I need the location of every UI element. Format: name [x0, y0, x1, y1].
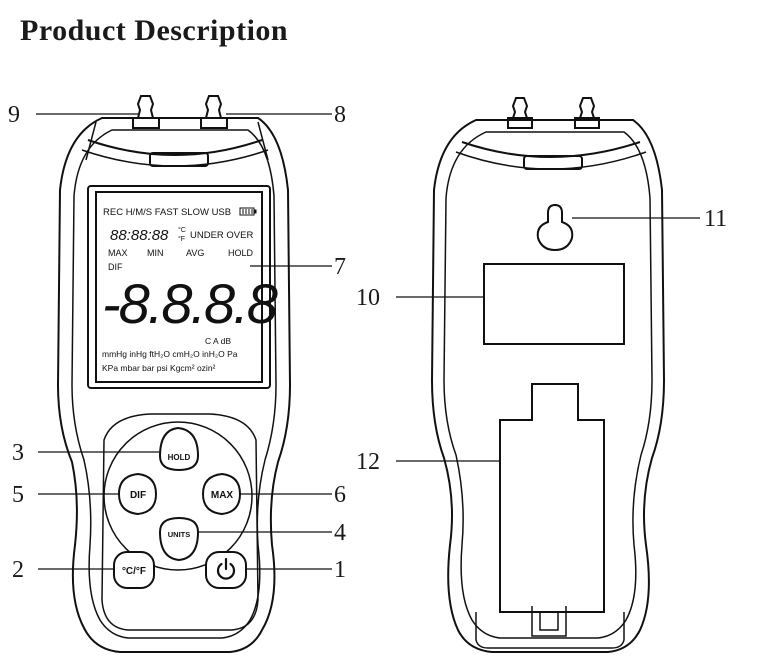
- dif-button-label: DIF: [130, 490, 146, 501]
- callout-lines: [36, 113, 700, 570]
- lcd-avg: AVG: [186, 248, 204, 258]
- units-button-label: UNITS: [168, 530, 191, 539]
- back-outer-body: [430, 119, 666, 653]
- callout-11: 11: [704, 206, 727, 232]
- back-right-hose-nozzle: [574, 97, 600, 129]
- callout-5: 5: [12, 482, 24, 508]
- lcd-max: MAX: [108, 248, 128, 258]
- label-area: [483, 263, 625, 345]
- lcd-units-row2: KPa mbar bar psi Kgcm² ozin²: [102, 363, 216, 373]
- callout-4: 4: [334, 520, 346, 546]
- battery-cover: [499, 383, 605, 613]
- units-button[interactable]: UNITS: [158, 516, 200, 562]
- hold-button[interactable]: HOLD: [158, 426, 200, 472]
- lcd-deg-f: °F: [178, 235, 185, 243]
- back-slot: [523, 155, 583, 170]
- front-view: [56, 95, 292, 653]
- power-icon: [216, 557, 236, 580]
- hold-button-label: HOLD: [168, 453, 191, 462]
- callout-9: 9: [8, 102, 20, 128]
- temperature-unit-button[interactable]: °C/°F: [113, 551, 155, 589]
- callout-3: 3: [12, 440, 24, 466]
- callout-1: 1: [334, 557, 346, 583]
- lcd-time: 88:88:88: [110, 227, 169, 244]
- lcd-screen: [95, 191, 263, 383]
- lcd-min: MIN: [147, 248, 164, 258]
- hanging-hole: [536, 203, 574, 252]
- keypad-panel: [101, 413, 259, 631]
- battery-icon: [239, 207, 257, 216]
- callout-12: 12: [356, 449, 380, 475]
- page-title: Product Description: [20, 14, 289, 47]
- right-hose-nozzle: [200, 95, 228, 129]
- left-hose-nozzle: [132, 95, 160, 129]
- lcd-units-row1: mmHg inHg ftH₂O cmH₂O inH₂O Pa: [102, 349, 238, 359]
- keypad-dial: [103, 421, 253, 571]
- callout-6: 6: [334, 482, 346, 508]
- lcd-c-a-db: C A dB: [205, 336, 231, 346]
- front-outer-body: [56, 117, 292, 653]
- power-button[interactable]: [205, 551, 247, 589]
- callout-2: 2: [12, 557, 24, 583]
- dif-button[interactable]: DIF: [117, 472, 158, 516]
- front-inner-body: [71, 129, 277, 639]
- lcd-frame: [87, 185, 271, 389]
- callout-8: 8: [334, 102, 346, 128]
- max-button-label: MAX: [211, 490, 234, 501]
- front-slot: [149, 152, 209, 167]
- lcd-digits: -8.8.8.8: [102, 272, 278, 335]
- temperature-unit-button-label: °C/°F: [122, 566, 146, 577]
- back-inner-body: [443, 131, 653, 639]
- battery-latch: [531, 606, 567, 637]
- callout-10: 10: [356, 285, 380, 311]
- back-left-hose-nozzle: [507, 97, 533, 129]
- callout-7: 7: [334, 254, 346, 280]
- lcd-status-row: REC H/M/S FAST SLOW USB: [103, 207, 231, 218]
- lcd-dif: DIF: [108, 262, 123, 272]
- lcd-content: REC H/M/S FAST SLOW USB 88:88:88 °C °F U…: [102, 207, 280, 373]
- back-view: [430, 97, 666, 653]
- max-button[interactable]: MAX: [201, 472, 242, 516]
- lcd-deg-c: °C: [178, 226, 186, 234]
- lcd-hold: HOLD: [228, 248, 254, 258]
- lcd-under-over: UNDER OVER: [190, 230, 253, 241]
